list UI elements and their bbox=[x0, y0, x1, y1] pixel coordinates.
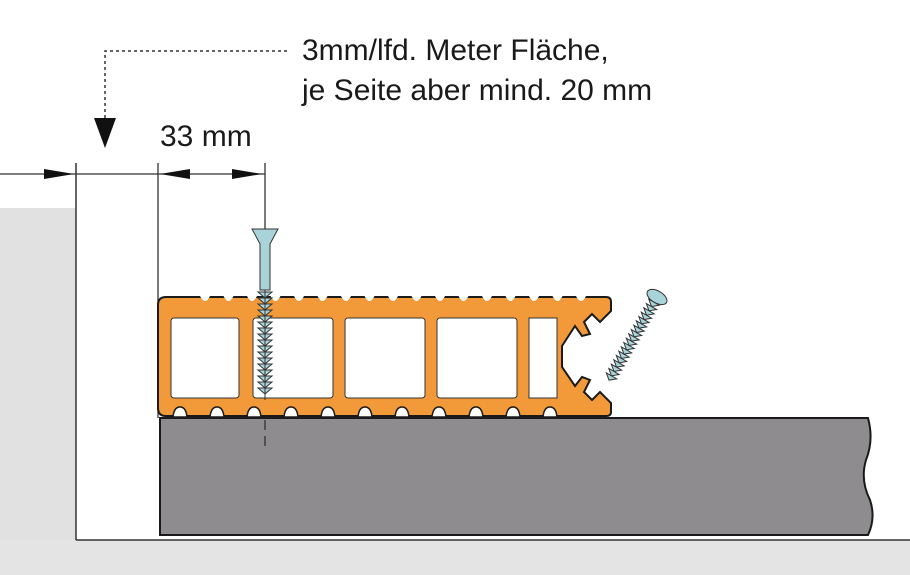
bottom-groove bbox=[505, 406, 521, 418]
floor bbox=[0, 540, 910, 575]
clip-screw bbox=[605, 288, 668, 381]
arrow-right-icon bbox=[232, 169, 262, 179]
top-groove bbox=[411, 296, 422, 301]
screw-thread bbox=[630, 328, 644, 338]
top-groove bbox=[458, 296, 469, 301]
bottom-groove bbox=[320, 406, 336, 418]
bottom-groove bbox=[431, 406, 447, 418]
screw-thread bbox=[627, 332, 641, 342]
screw-thread bbox=[620, 345, 634, 355]
wall bbox=[0, 208, 76, 540]
bottom-groove bbox=[357, 406, 373, 418]
top-groove bbox=[294, 296, 304, 301]
leader-line bbox=[94, 50, 287, 148]
top-groove bbox=[435, 296, 445, 301]
top-groove bbox=[364, 296, 375, 301]
arrow-left-icon bbox=[160, 169, 190, 179]
annotation-line2: je Seite aber mind. 20 mm bbox=[301, 74, 652, 107]
screw-thread bbox=[622, 341, 636, 351]
top-groove bbox=[223, 296, 234, 301]
top-groove bbox=[388, 296, 398, 301]
substructure-beam bbox=[159, 417, 874, 536]
screw-thread bbox=[607, 367, 621, 377]
screw-thread bbox=[640, 311, 654, 321]
arrow-down-icon bbox=[94, 118, 116, 148]
screw-thread bbox=[645, 302, 659, 312]
bottom-groove bbox=[172, 406, 188, 418]
top-groove bbox=[270, 296, 281, 301]
dimension-label: 33 mm bbox=[160, 120, 252, 153]
screw-thread bbox=[612, 358, 626, 368]
top-groove bbox=[247, 296, 257, 301]
screw-thread bbox=[605, 371, 619, 381]
bottom-groove bbox=[246, 406, 262, 418]
screw-thread bbox=[632, 324, 646, 334]
countersunk-screw bbox=[251, 228, 279, 400]
top-groove bbox=[529, 296, 539, 301]
annotation-line1: 3mm/lfd. Meter Fläche, bbox=[302, 34, 609, 67]
top-groove bbox=[552, 296, 563, 301]
arrow-right-icon bbox=[44, 169, 74, 179]
screw-thread bbox=[647, 298, 661, 308]
top-groove bbox=[576, 296, 586, 301]
bottom-groove bbox=[468, 406, 484, 418]
screw-thread bbox=[642, 306, 656, 316]
screw-thread bbox=[610, 363, 624, 373]
top-groove bbox=[341, 296, 351, 301]
bottom-groove bbox=[209, 406, 225, 418]
decking-profile bbox=[157, 296, 612, 418]
top-groove bbox=[505, 296, 516, 301]
screw-thread bbox=[625, 337, 639, 347]
bottom-groove bbox=[283, 406, 299, 418]
screw-thread bbox=[637, 315, 651, 325]
screw-thread bbox=[617, 350, 631, 360]
screw-thread bbox=[635, 319, 649, 329]
top-groove bbox=[200, 296, 210, 301]
screw-thread bbox=[615, 354, 629, 364]
bottom-groove bbox=[394, 406, 410, 418]
top-groove bbox=[317, 296, 328, 301]
top-groove bbox=[482, 296, 492, 301]
bottom-groove bbox=[542, 406, 558, 418]
